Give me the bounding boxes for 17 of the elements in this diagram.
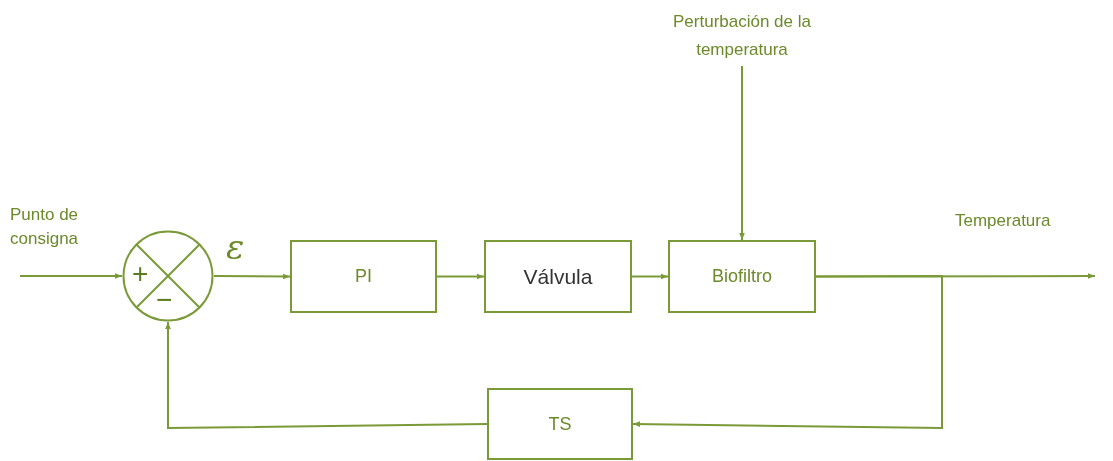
block-box: Biofiltro: [668, 240, 816, 313]
signal-label: Temperatura: [955, 210, 1051, 232]
arrow: [19, 273, 123, 279]
arrow: [436, 273, 485, 280]
block-box: TS: [487, 388, 633, 460]
block-box: PI: [290, 240, 437, 313]
arrow: [631, 273, 669, 280]
signal-label: ε: [226, 226, 245, 269]
minus-sign: −: [156, 285, 173, 315]
plus-sign: +: [132, 259, 149, 289]
arrow: [739, 65, 745, 241]
arrow: [213, 273, 291, 280]
disturbance-label: Perturbación de la temperatura: [632, 8, 852, 66]
signal-label: Punto de consigna: [10, 204, 80, 250]
arrow: [165, 321, 488, 429]
arrow: [632, 275, 943, 429]
block-box: Válvula: [484, 240, 632, 313]
